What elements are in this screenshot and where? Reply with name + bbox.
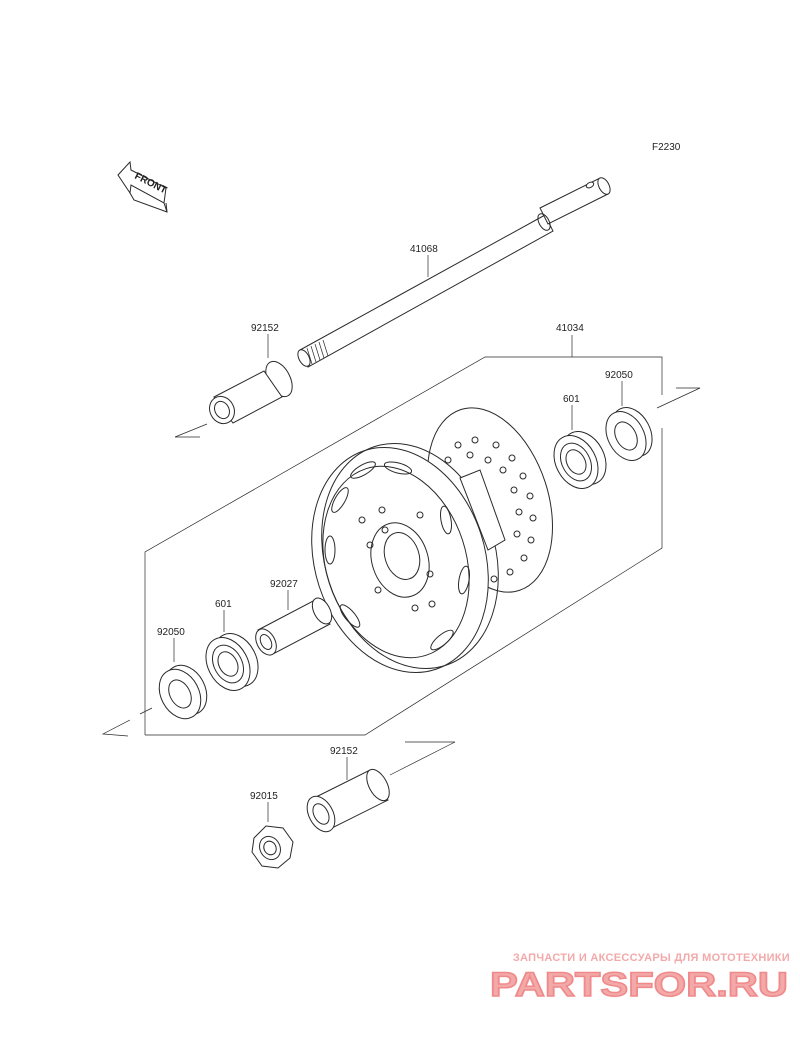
collar-left-part [205,357,298,428]
part-label-seal-right: 92050 [605,370,633,381]
part-label-spacer: 92027 [270,579,298,590]
part-label-seal-left: 92050 [157,627,185,638]
part-label-nut: 92015 [250,791,278,802]
assembly-bracket [145,357,662,735]
front-arrow-icon: FRONT [118,162,168,212]
part-label-collar-right: 92152 [330,746,358,757]
watermark-tagline: ЗАПЧАСТИ И АКСЕССУАРЫ ДЛЯ МОТОТЕХНИКИ [512,952,790,964]
watermark-logo: PARTSFOR.RU [489,965,789,1004]
part-label-collar-left: 92152 [251,323,279,334]
part-label-bearing-right: 601 [563,394,580,405]
leader-lines [174,255,622,822]
part-label-hub-assembly: 41034 [556,323,584,334]
disc-holes [445,437,536,582]
part-label-bearing-left: 601 [215,599,232,610]
seal-right-part [598,401,660,468]
axle-part [295,176,612,369]
watermark-logo-text: PARTSFOR.RU [490,966,788,1004]
collar-right-part [301,766,393,837]
bearing-left-part [197,626,267,698]
wheel-hub-part [284,392,575,696]
spacer-part [251,595,335,659]
rim-windows [325,459,471,653]
nut-part [252,826,293,868]
bearing-right-part [545,424,615,496]
figure-code: F2230 [652,142,681,153]
seal-left-part [151,658,215,726]
part-label-axle: 41068 [410,244,438,255]
part-labels: 41068 92152 41034 92050 601 92027 601 92… [157,244,633,802]
